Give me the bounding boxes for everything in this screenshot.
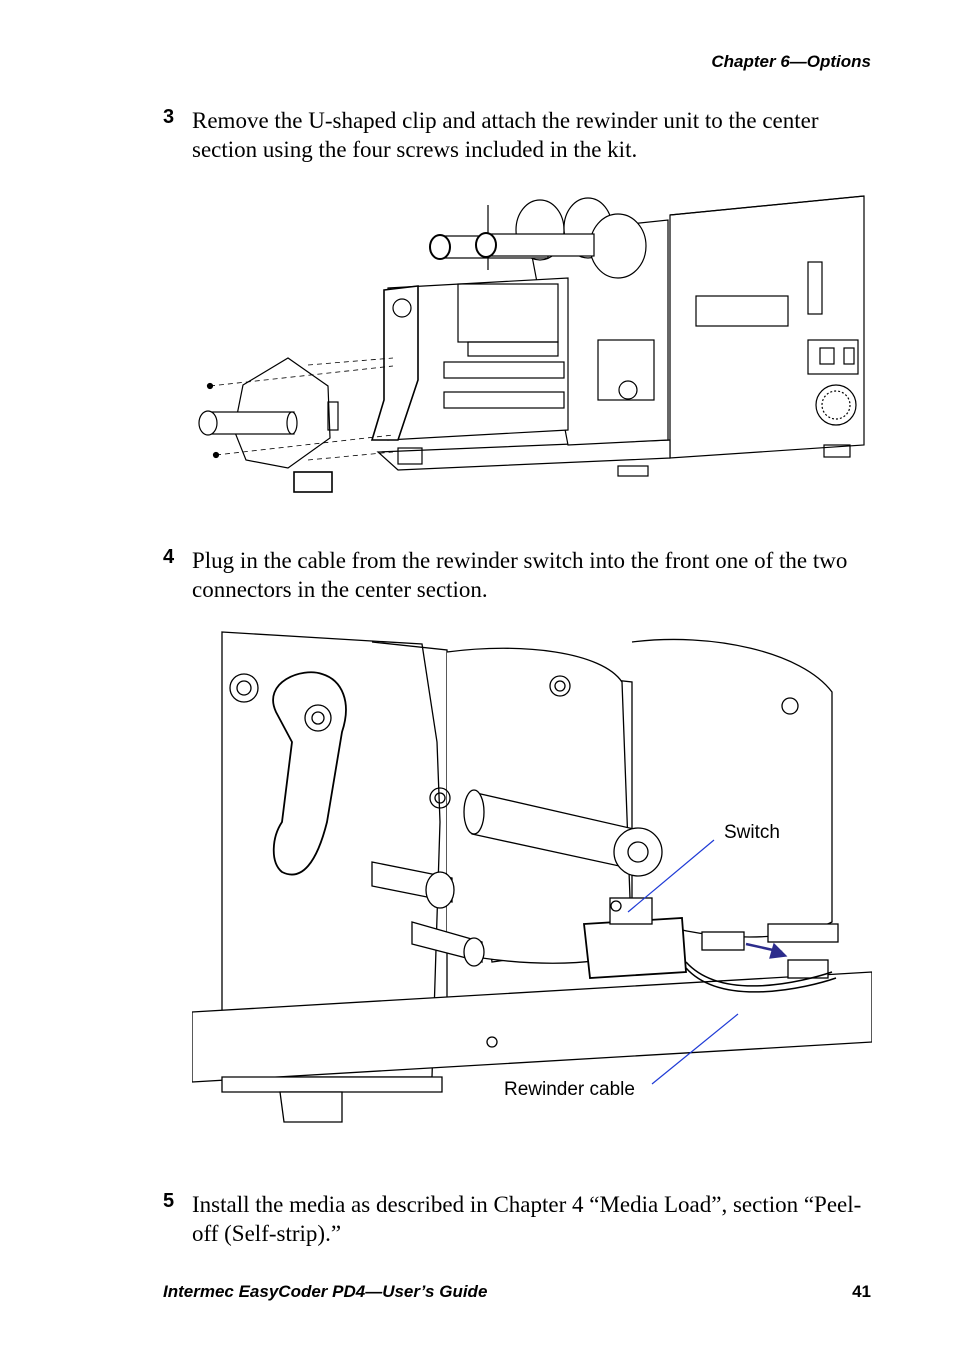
- footer-title: Intermec EasyCoder PD4—User’s Guide: [163, 1282, 488, 1301]
- page-number: 41: [852, 1282, 871, 1301]
- step-text: Remove the U-shaped clip and attach the …: [192, 108, 819, 162]
- step-number: 4: [163, 546, 175, 568]
- callout-switch: Switch: [724, 822, 780, 843]
- figure-rewinder-attach: [188, 190, 878, 500]
- step-number: 3: [163, 106, 175, 128]
- step-text: Plug in the cable from the rewinder swit…: [192, 548, 848, 602]
- callout-rewinder-cable: Rewinder cable: [504, 1079, 635, 1100]
- figure-cable-connection: [192, 622, 872, 1127]
- running-head: Chapter 6—Options: [711, 52, 871, 71]
- step-text: Install the media as described in Chapte…: [192, 1192, 862, 1246]
- step-number: 5: [163, 1190, 175, 1212]
